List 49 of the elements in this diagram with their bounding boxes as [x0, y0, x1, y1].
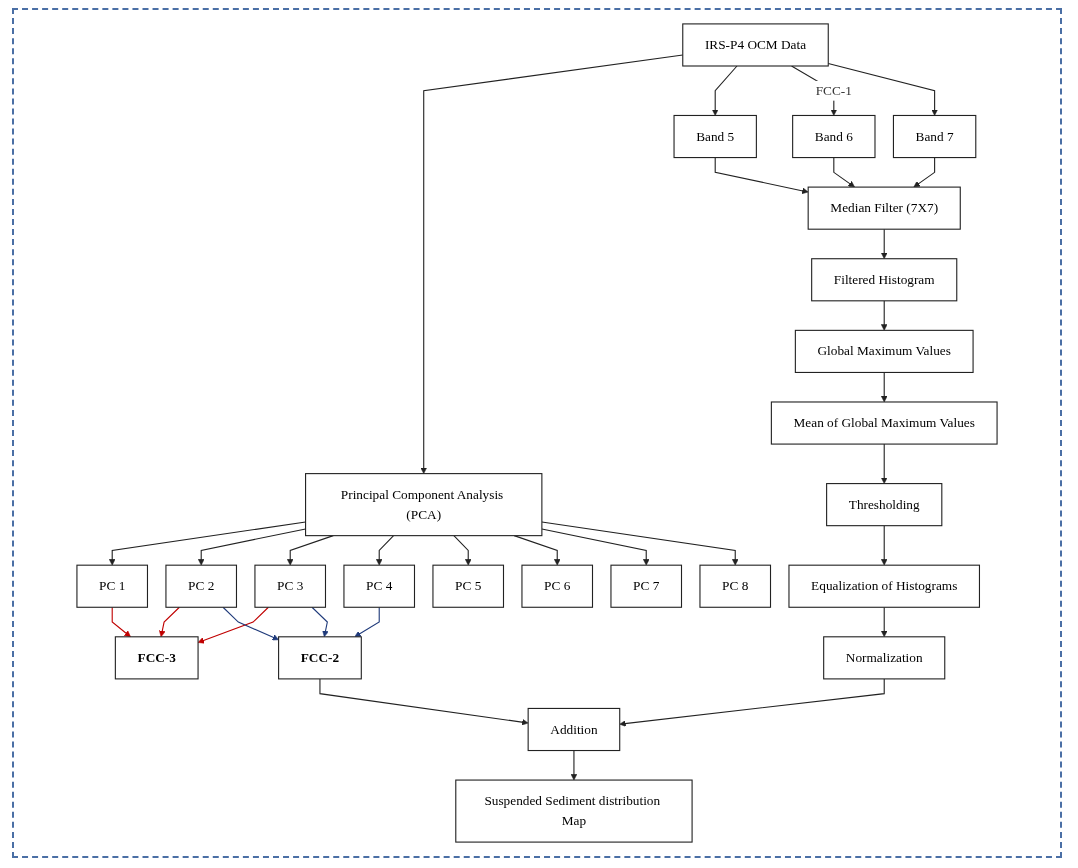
node-box: Principal Component Analysis (PCA): [305, 473, 543, 537]
node-box: Suspended Sediment distribution Map: [455, 779, 693, 843]
node-box: Equalization of Histograms: [788, 564, 980, 608]
node-box: PC 3: [254, 564, 327, 608]
arrow: [513, 535, 561, 566]
node-box: Global Maximum Values: [794, 329, 974, 373]
arrow: [619, 678, 885, 727]
arrow: [880, 228, 888, 259]
arrow: [159, 606, 180, 638]
arrow: [222, 606, 279, 641]
arrow: [541, 528, 650, 566]
node-box: Filtered Histogram: [811, 258, 958, 302]
node-box: PC 2: [165, 564, 238, 608]
arrow: [714, 157, 809, 194]
arrow: [354, 606, 380, 638]
arrow: [880, 371, 888, 403]
arrow: [833, 157, 855, 188]
node-box: PC 7: [610, 564, 683, 608]
arrow: [311, 606, 329, 638]
arrow: [570, 749, 578, 781]
node-box: Band 7: [892, 114, 977, 159]
node-box: Normalization: [823, 636, 946, 680]
arrow: [375, 535, 395, 566]
arrow: [880, 525, 888, 566]
node-box: Median Filter (7X7): [807, 186, 961, 230]
node-box: Thresholding: [826, 483, 943, 527]
arrow: [880, 300, 888, 331]
node-box: PC 6: [521, 564, 594, 608]
arrow: [541, 521, 739, 566]
node-box: PC 4: [343, 564, 416, 608]
node-box: Addition: [527, 707, 621, 752]
edge-label: FCC-1: [815, 82, 852, 98]
node-box: PC 5: [432, 564, 505, 608]
node-box: Band 6: [792, 114, 876, 159]
arrow: [111, 606, 131, 638]
node-box: PC 1: [76, 564, 149, 608]
arrow: [319, 678, 529, 726]
node-box: IRS-P4 OCM Data: [682, 23, 829, 67]
node-box: PC 8: [699, 564, 772, 608]
node-box: FCC-2: [278, 636, 362, 680]
node-box: Band 5: [673, 114, 757, 159]
arrow: [286, 535, 334, 566]
arrow: [453, 535, 472, 566]
arrow: [880, 443, 888, 484]
arrow: [880, 606, 888, 638]
arrow: [913, 157, 936, 188]
node-box: Mean of Global Maximum Values: [770, 401, 998, 445]
node-box: FCC-3: [114, 636, 199, 680]
arrow: [711, 65, 738, 116]
